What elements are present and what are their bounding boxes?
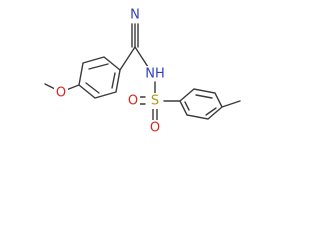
ch-ring-bond xyxy=(119,46,136,71)
amine-label: NH xyxy=(145,67,165,82)
methoxy-o-atom: O xyxy=(54,85,68,101)
amine-atom: NH xyxy=(143,66,167,82)
sulfur-label: S xyxy=(151,94,159,109)
tolyl-inner-bond-3 xyxy=(184,101,190,111)
tolyl-inner-bond-2 xyxy=(205,107,217,116)
label-layer: N NH S O O O xyxy=(54,7,167,136)
oxygen-upper-label: O xyxy=(128,94,138,109)
oxygen-lower-label: O xyxy=(150,121,160,136)
methoxyphenyl-inner-bond-2 xyxy=(85,82,100,94)
methoxy-o-label: O xyxy=(56,86,66,101)
sulfur-atom: S xyxy=(148,93,162,109)
oxygen-lower-atom: O xyxy=(148,120,162,136)
tolyl-inner-bond-1 xyxy=(195,94,213,99)
oxygen-upper-atom: O xyxy=(126,93,140,109)
tolyl-methyl-bond xyxy=(221,100,241,108)
molecule-diagram: N NH S O O O xyxy=(44,7,241,136)
methoxyphenyl-inner-bond-1 xyxy=(88,63,109,70)
nitrile-n-atom: N xyxy=(128,7,142,23)
bond-layer xyxy=(44,23,241,121)
nitrile-n-label: N xyxy=(130,8,140,23)
methoxyphenyl-inner-bond-3 xyxy=(111,72,116,89)
